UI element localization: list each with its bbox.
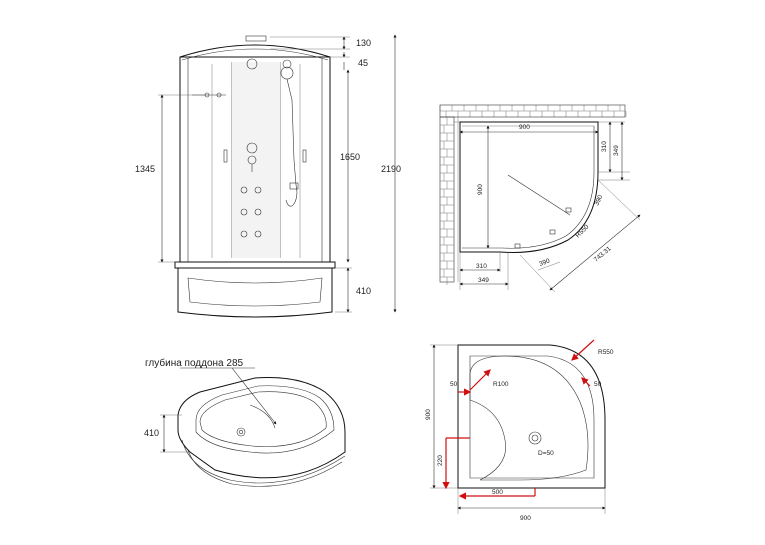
plan-dim-door-b: 390 — [593, 194, 604, 207]
tray-plan-outline — [457, 344, 606, 489]
tray-radius-outer: R550 — [598, 349, 614, 356]
tray-radius-inner: R100 — [493, 381, 509, 388]
plan-dim-bottom-b: 349 — [478, 277, 489, 284]
tray-drain-icon — [528, 431, 542, 445]
plan-dim-side-a: 310 — [601, 141, 608, 152]
plan-dim-depth: 900 — [477, 184, 484, 195]
jet-icon — [240, 230, 248, 238]
tray-offset-left: 50 — [450, 381, 458, 388]
tray-offset-right: 50 — [594, 381, 602, 388]
tray-base — [177, 267, 333, 318]
jet-icon — [254, 208, 262, 216]
dim-total: 2190 — [381, 164, 401, 174]
tray-height-label: 410 — [144, 428, 159, 438]
control-knob-icon — [246, 142, 258, 154]
plan-dim-door-a: 390 — [538, 257, 551, 267]
cabin-roof — [179, 44, 331, 58]
drain-icon — [236, 427, 246, 437]
door-handle — [223, 149, 228, 163]
tray-drain-label: D=50 — [538, 450, 554, 457]
shower-hose — [285, 78, 298, 207]
light-icon — [246, 58, 258, 70]
dim-top: 130 — [356, 38, 371, 48]
dim-top2: 45 — [358, 58, 368, 68]
plan-dim-bottom-a: 310 — [476, 263, 487, 270]
jet-icon — [240, 186, 248, 194]
plan-diagonal — [507, 174, 571, 216]
tray-dim-width: 900 — [520, 515, 531, 522]
radius-arrow — [571, 339, 595, 361]
dim-base: 410 — [356, 286, 371, 296]
jet-icon — [254, 230, 262, 238]
light-icon — [282, 59, 292, 69]
brick-wall-left — [439, 116, 455, 285]
roof-vent — [245, 35, 267, 42]
plan-dim-width: 900 — [519, 124, 530, 131]
plan-dim-arc: 743.31 — [593, 245, 613, 263]
shower-head-icon — [280, 66, 294, 80]
tray-plan-view: D=50 R550 R100 50 50 900 220 500 900 — [425, 339, 614, 522]
brick-wall-top — [439, 104, 627, 118]
tray-3d-outline — [177, 377, 346, 479]
tray-rim — [174, 261, 336, 269]
jet-icon — [240, 208, 248, 216]
jet-icon — [254, 186, 262, 194]
tray-depth-label: глубина поддона 285 — [145, 357, 244, 369]
plan-dim-side-b: 349 — [613, 145, 620, 156]
tray-dim-height: 900 — [425, 409, 432, 420]
dim-left: 1345 — [135, 164, 155, 174]
front-view: 130 45 1345 1650 2190 410 — [135, 34, 401, 318]
plan-dim-radius: R550 — [574, 223, 590, 239]
shower-holder — [289, 182, 299, 190]
dim-mid: 1650 — [340, 152, 360, 162]
tray-dim-drain-y: 220 — [437, 455, 444, 466]
tray-dim-drain-x: 500 — [492, 489, 503, 496]
door-handle — [302, 149, 307, 163]
tray-3d-view: глубина поддона 285 410 — [144, 357, 346, 487]
plan-view: 900 900 310 349 310 349 390 390 R550 743… — [439, 104, 641, 293]
